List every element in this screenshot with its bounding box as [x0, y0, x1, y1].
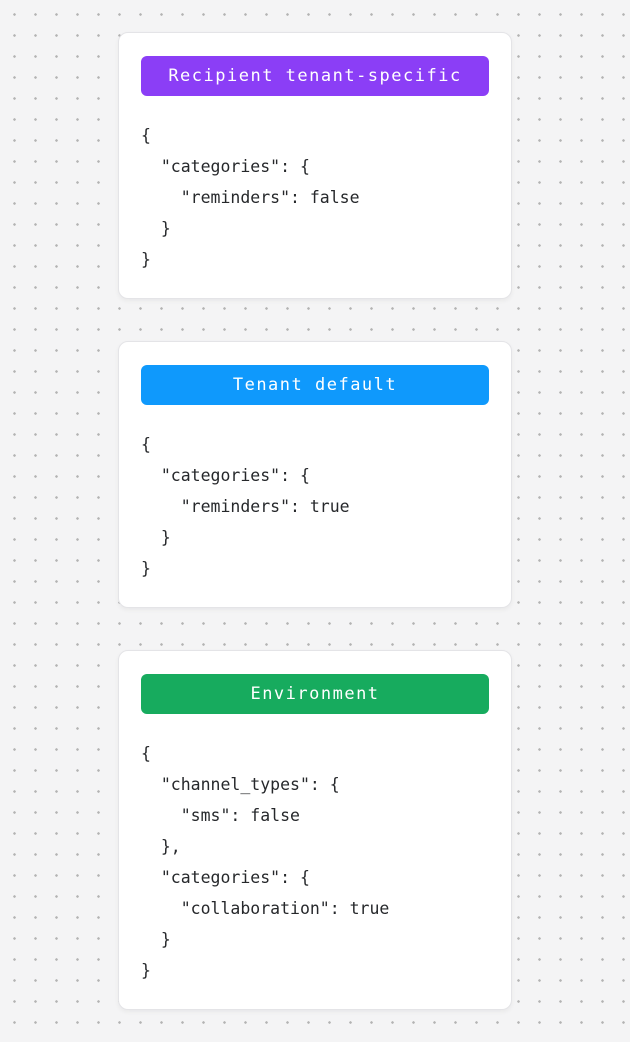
code-block-recipient-tenant-specific: { "categories": { "reminders": false } }	[141, 126, 360, 269]
code-block-environment: { "channel_types": { "sms": false }, "ca…	[141, 744, 390, 980]
card-environment: Environment { "channel_types": { "sms": …	[118, 650, 512, 1010]
card-tenant-default: Tenant default { "categories": { "remind…	[118, 341, 512, 608]
badge-tenant-default: Tenant default	[141, 365, 489, 405]
card-recipient-tenant-specific: Recipient tenant-specific { "categories"…	[118, 32, 512, 299]
code-block-tenant-default: { "categories": { "reminders": true } }	[141, 435, 350, 578]
badge-recipient-tenant-specific: Recipient tenant-specific	[141, 56, 489, 96]
badge-environment: Environment	[141, 674, 489, 714]
